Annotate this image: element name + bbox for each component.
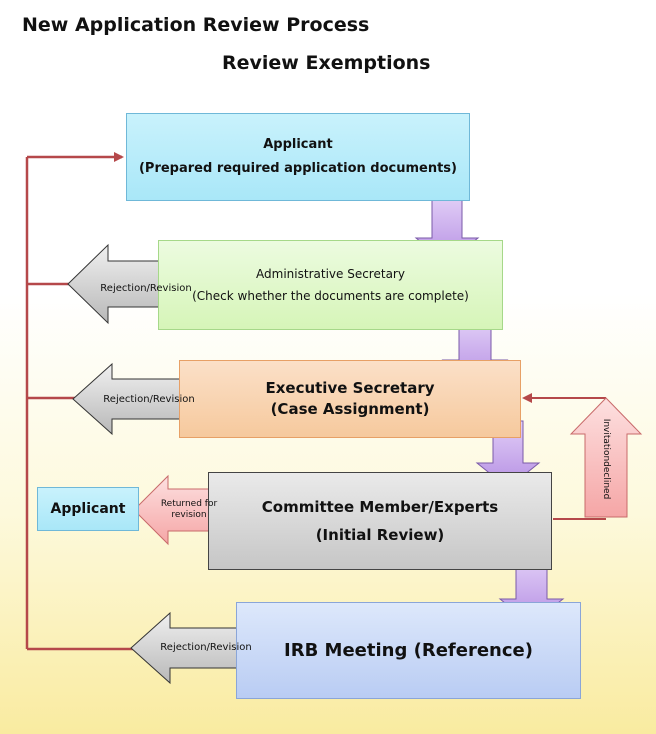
- executive-secretary-box: Executive Secretary (Case Assignment): [179, 360, 521, 438]
- invitation-label: Invitationdeclined: [601, 418, 611, 500]
- administrative-secretary-box: Administrative Secretary (Check whether …: [158, 240, 503, 330]
- exec-secretary-desc: (Case Assignment): [270, 400, 430, 418]
- returned-label-line2: revision: [171, 510, 207, 520]
- applicant-small-title: Applicant: [50, 501, 126, 517]
- returned-label: Returned for revision: [146, 499, 232, 521]
- admin-secretary-title: Administrative Secretary: [256, 267, 405, 281]
- page-subtitle: Review Exemptions: [222, 52, 431, 74]
- invitation-up-arrow: [569, 397, 643, 518]
- admin-secretary-desc: (Check whether the documents are complet…: [192, 289, 469, 303]
- committee-title: Committee Member/Experts: [261, 498, 499, 516]
- page-title: New Application Review Process: [22, 14, 370, 36]
- rejection-label-3: Rejection/Revision: [160, 642, 252, 653]
- applicant-box: Applicant (Prepared required application…: [126, 113, 470, 201]
- applicant-title: Applicant: [263, 137, 333, 152]
- rejection-label-2: Rejection/Revision: [103, 394, 195, 405]
- invitation-loop: [522, 393, 606, 520]
- returned-label-line1: Returned for: [160, 499, 218, 509]
- exec-secretary-title: Executive Secretary: [265, 379, 435, 397]
- applicant-desc: (Prepared required application documents…: [138, 161, 457, 176]
- irb-meeting-box: IRB Meeting (Reference): [236, 602, 581, 699]
- committee-desc: (Initial Review): [315, 526, 445, 544]
- rejection-label-1: Rejection/Revision: [100, 283, 192, 294]
- feedback-loop: [25, 152, 133, 651]
- irb-meeting-title: IRB Meeting (Reference): [284, 640, 533, 661]
- applicant-small-box: Applicant: [37, 487, 139, 531]
- committee-box: Committee Member/Experts (Initial Review…: [208, 472, 552, 570]
